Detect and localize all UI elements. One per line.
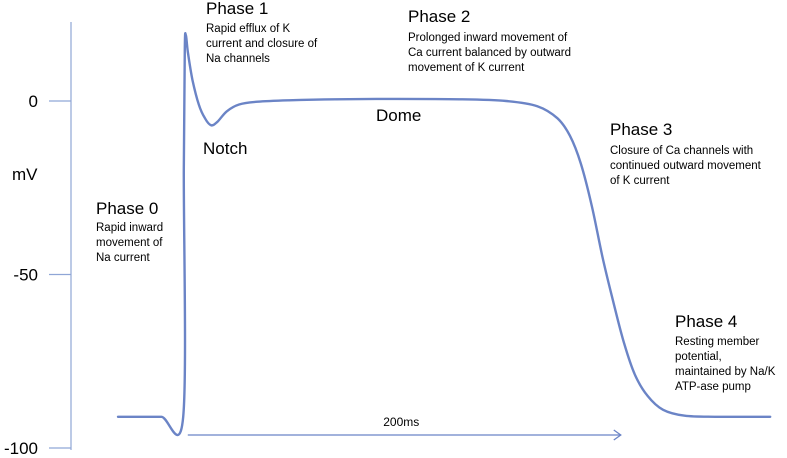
phase-4-description: Resting member potential, maintained by …	[675, 336, 779, 393]
phase-4-line: Resting member	[675, 336, 760, 348]
phase-4-title: Phase 4	[675, 312, 737, 331]
phase-3-line: of K current	[610, 175, 670, 187]
phase-0-description: Rapid inward movement of Na current	[96, 222, 166, 264]
phase-0-line: movement of	[96, 237, 163, 249]
phase-4-line: potential,	[675, 351, 722, 363]
phase-1-line: Na channels	[206, 53, 270, 65]
dome-label: Dome	[376, 106, 421, 125]
phase-2-line: Prolonged inward movement of	[408, 32, 568, 44]
phase-4-line: ATP-ase pump	[675, 381, 751, 393]
phase-2-annotation: Phase 2 Prolonged inward movement of Ca …	[408, 7, 574, 74]
phase-0-title: Phase 0	[96, 199, 158, 218]
y-axis-ticks: 0 -50 -100	[4, 92, 71, 458]
phase-3-line: Closure of Ca channels with	[610, 145, 753, 157]
time-scale-label: 200ms	[383, 415, 419, 429]
phase-2-line: movement of K current	[408, 62, 525, 74]
phase-3-title: Phase 3	[610, 120, 672, 139]
time-scale-arrow: 200ms	[187, 415, 622, 441]
phase-1-title: Phase 1	[206, 0, 268, 18]
phase-4-annotation: Phase 4 Resting member potential, mainta…	[675, 312, 779, 393]
action-potential-curve	[116, 32, 772, 437]
phase-3-line: continued outward movement	[610, 160, 762, 172]
phase-1-line: current and closure of	[206, 38, 318, 50]
phase-0-line: Rapid inward	[96, 222, 163, 234]
phase-2-line: Ca current balanced by outward	[408, 47, 571, 59]
phase-4-line: maintained by Na/K	[675, 366, 776, 378]
phase-3-description: Closure of Ca channels with continued ou…	[610, 145, 764, 187]
y-axis-unit: mV	[12, 165, 38, 184]
y-axis-tick-label: 0	[29, 92, 38, 111]
phase-2-title: Phase 2	[408, 7, 470, 26]
y-axis-tick-label: -100	[4, 439, 38, 458]
notch-label: Notch	[203, 139, 247, 158]
phase-3-annotation: Phase 3 Closure of Ca channels with cont…	[610, 120, 764, 187]
phase-0-line: Na current	[96, 252, 150, 264]
time-scale-arrowhead	[613, 429, 622, 441]
y-axis-tick-label: -50	[13, 266, 38, 285]
phase-2-description: Prolonged inward movement of Ca current …	[408, 32, 574, 74]
phase-1-line: Rapid efflux of K	[206, 23, 291, 35]
phase-0-annotation: Phase 0 Rapid inward movement of Na curr…	[96, 199, 166, 264]
phase-1-description: Rapid efflux of K current and closure of…	[206, 23, 320, 65]
phase-1-annotation: Phase 1 Rapid efflux of K current and cl…	[206, 0, 320, 65]
